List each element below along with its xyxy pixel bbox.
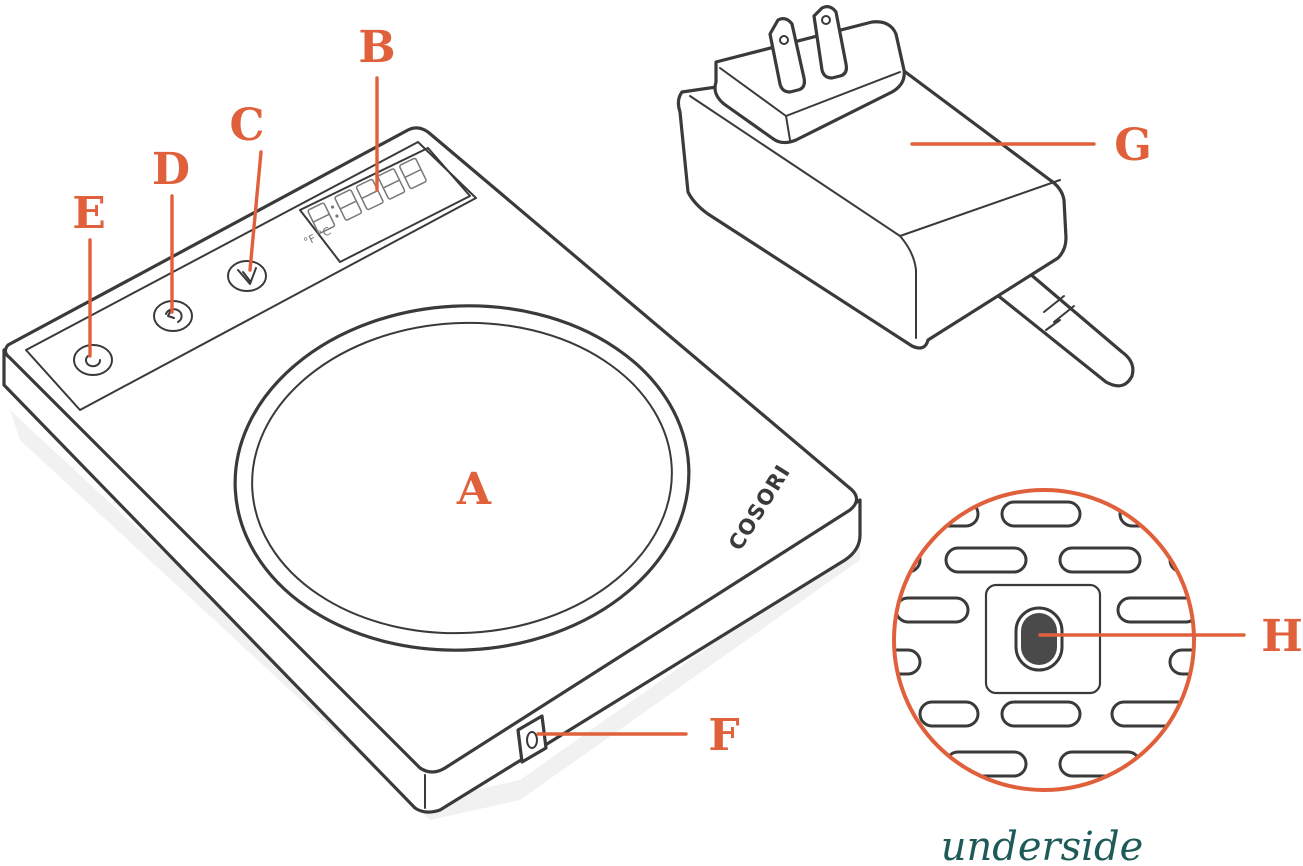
temperature-icon xyxy=(237,267,257,285)
label-a: A xyxy=(456,464,492,515)
warmer-base: °F °C COSORI xyxy=(2,126,862,820)
label-f: F xyxy=(708,710,739,761)
timer-icon xyxy=(165,308,183,323)
display-window xyxy=(299,147,471,263)
label-c: C xyxy=(229,100,264,151)
detail-ring xyxy=(892,488,1196,792)
label-g: G xyxy=(1114,120,1152,171)
leader-c xyxy=(248,150,263,272)
label-h: H xyxy=(1261,611,1303,662)
plug-prongs xyxy=(768,5,848,94)
underside-caption: underside xyxy=(941,824,1144,866)
power-icon xyxy=(85,355,102,368)
power-button[interactable] xyxy=(73,344,113,376)
power-adapter xyxy=(676,5,1135,388)
control-panel xyxy=(25,141,477,411)
heating-plate-outer xyxy=(233,304,691,652)
label-b: B xyxy=(358,22,395,73)
label-d: D xyxy=(152,144,190,195)
underside-button xyxy=(1021,613,1057,665)
label-e: E xyxy=(72,188,106,239)
temperature-button[interactable] xyxy=(227,260,267,292)
dc-input-port xyxy=(516,714,548,764)
underside-detail xyxy=(892,488,1196,792)
heating-plate-inner xyxy=(251,321,673,635)
